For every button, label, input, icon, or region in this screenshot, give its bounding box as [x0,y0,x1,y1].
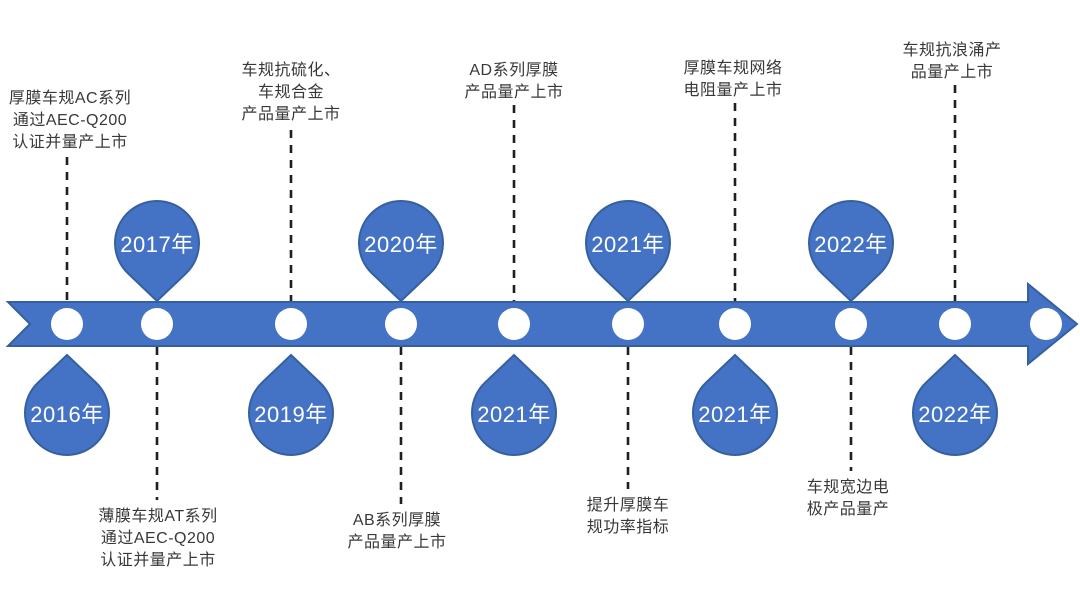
annotation-line: 产品量产上市 [347,534,447,551]
annotation-line: 通过AEC-Q200 [100,530,216,547]
annotation-line: 极产品量产 [806,501,890,518]
year-label: 2017年 [120,232,194,257]
annotation-2021-b: 提升厚膜车 规功率指标 [558,495,698,539]
timeline-node [498,308,530,340]
annotation-line: 车规合金 [257,84,324,101]
year-label: 2022年 [814,232,888,257]
timeline-node [612,308,644,340]
teardrop-down-icon [114,200,200,303]
year-label: 2016年 [30,402,104,427]
year-label: 2021年 [698,402,772,427]
annotation-2019: 车规抗硫化、 车规合金 产品量产上市 [221,60,361,126]
annotation-line: 认证并量产上市 [100,552,216,569]
annotation-line: 车规抗硫化、 [241,62,341,79]
annotation-line: 品量产上市 [910,64,994,81]
annotation-line: 车规宽边电 [806,479,890,496]
annotation-line: AB系列厚膜 [352,512,442,529]
annotation-2020: AB系列厚膜 产品量产上市 [327,510,467,554]
annotation-line: 车规抗浪涌产 [902,42,1002,59]
year-balloon-2021-b: 2021年 [585,200,671,303]
annotation-line: 认证并量产上市 [12,134,128,151]
annotation-line: 产品量产上市 [464,84,564,101]
year-label: 2022年 [918,402,992,427]
year-label: 2021年 [591,232,665,257]
teardrop-up-icon [471,353,557,456]
timeline-node [51,308,83,340]
year-balloon-2021-c: 2021年 [692,353,778,456]
timeline-node [1030,308,1062,340]
annotation-line: 厚膜车规网络 [683,60,783,77]
teardrop-down-icon [358,200,444,303]
timeline-node [835,308,867,340]
teardrop-down-icon [585,200,671,303]
timeline-node [939,308,971,340]
annotation-2017: 薄膜车规AT系列 通过AEC-Q200 认证并量产上市 [86,506,230,572]
teardrop-up-icon [912,353,998,456]
annotation-line: AD系列厚膜 [469,62,559,79]
teardrop-down-icon [808,200,894,303]
annotation-line: 产品量产上市 [241,106,341,123]
timeline-node [275,308,307,340]
year-balloon-2020: 2020年 [358,200,444,303]
annotation-line: 薄膜车规AT系列 [98,508,218,525]
year-label: 2020年 [364,232,438,257]
year-balloon-2021-a: 2021年 [471,353,557,456]
year-label: 2019年 [254,402,328,427]
year-balloon-2016: 2016年 [24,353,110,456]
year-balloon-2017: 2017年 [114,200,200,303]
year-balloon-2022-a: 2022年 [808,200,894,303]
teardrop-up-icon [24,353,110,456]
annotation-line: 通过AEC-Q200 [12,112,128,129]
annotation-2022-a: 车规宽边电 极产品量产 [778,477,918,521]
annotation-line: 电阻量产上市 [683,82,783,99]
annotation-2021-c: 厚膜车规网络 电阻量产上市 [663,58,803,102]
annotation-line: 提升厚膜车 [586,497,670,514]
timeline-node [719,308,751,340]
teardrop-up-icon [248,353,334,456]
annotation-2022-b: 车规抗浪涌产 品量产上市 [882,40,1022,84]
timeline-node [141,308,173,340]
year-balloon-2019: 2019年 [248,353,334,456]
annotation-2021-a: AD系列厚膜 产品量产上市 [444,60,584,104]
timeline-band [5,281,1079,367]
teardrop-up-icon [692,353,778,456]
timeline-node [385,308,417,340]
annotation-line: 规功率指标 [586,519,670,536]
year-balloon-2022-b: 2022年 [912,353,998,456]
annotation-2016: 厚膜车规AC系列 通过AEC-Q200 认证并量产上市 [0,88,140,154]
annotation-line: 厚膜车规AC系列 [8,90,132,107]
year-label: 2021年 [477,402,551,427]
